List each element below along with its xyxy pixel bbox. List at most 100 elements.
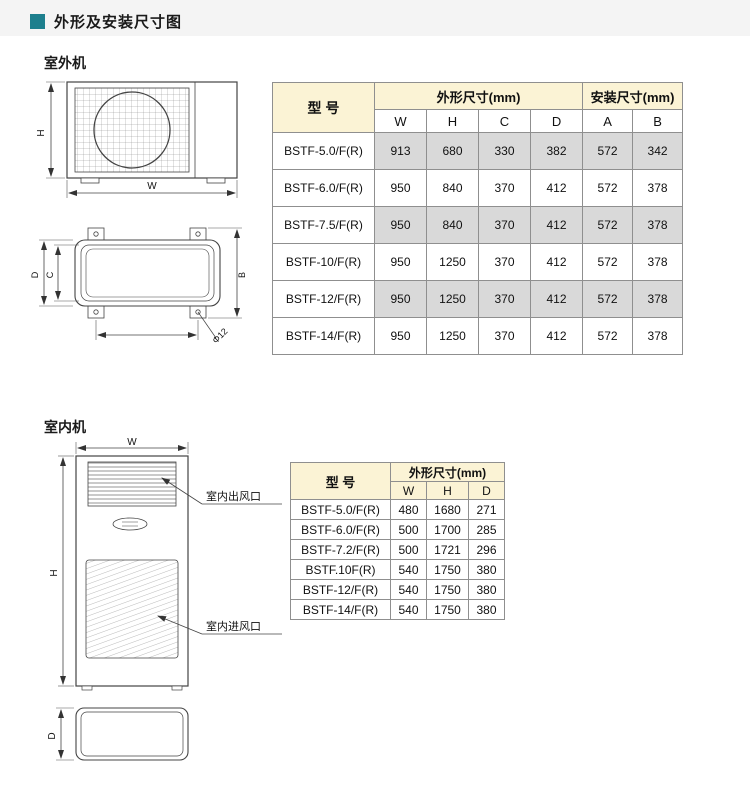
value-cell: 500: [390, 519, 427, 540]
model-cell: BSTF-7.2/F(R): [290, 539, 391, 560]
value-cell: 378: [632, 243, 684, 281]
model-column-header: 型 号: [290, 462, 391, 500]
value-cell: 950: [374, 280, 427, 318]
table-row: BSTF-14/F(R) 540 1750 380: [290, 599, 506, 620]
table-row: BSTF-7.2/F(R) 500 1721 296: [290, 539, 506, 560]
model-cell: BSTF-10/F(R): [272, 243, 375, 281]
value-cell: 412: [529, 243, 584, 281]
table-row: BSTF-12/F(R) 950 1250 370 412 572 378: [272, 280, 684, 318]
dim-label-w: W: [147, 181, 157, 192]
table-row: BSTF-6.0/F(R) 950 840 370 412 572 378: [272, 169, 684, 207]
foot-right: [171, 685, 183, 691]
dim-label-h: H: [36, 129, 47, 136]
inlet-callout: 室内进风口: [157, 615, 282, 635]
value-cell: 572: [582, 169, 634, 207]
value-cell: 950: [374, 317, 427, 355]
top-view-inner-outline: [80, 244, 215, 302]
width-dimension: W: [75, 438, 189, 454]
accent-square-icon: [30, 14, 45, 29]
model-cell: BSTF-5.0/F(R): [290, 499, 391, 520]
value-cell: 840: [426, 169, 479, 207]
dim-label-h: H: [50, 569, 60, 576]
indoor-dimension-table: 型 号 外形尺寸(mm) W H D BSTF-5.0/F(R) 480 168…: [290, 462, 506, 620]
value-cell: 330: [478, 132, 531, 170]
indoor-table-group-header-row: 型 号 外形尺寸(mm): [290, 462, 506, 500]
value-cell: 572: [582, 280, 634, 318]
value-cell: 1680: [426, 499, 469, 520]
foot-left: [81, 685, 93, 691]
model-cell: BSTF-5.0/F(R): [272, 132, 375, 170]
bottom-view-inner-outline: [80, 711, 184, 757]
value-cell: 1250: [426, 317, 479, 355]
value-cell: 412: [529, 206, 584, 244]
table-row: BSTF-5.0/F(R) 913 680 330 382 572 342: [272, 132, 684, 170]
value-cell: 378: [632, 206, 684, 244]
outdoor-table-column-header-row: W H C D A B: [273, 109, 684, 133]
indoor-section-label: 室内机: [44, 419, 86, 435]
value-cell: 1250: [426, 280, 479, 318]
value-cell: 378: [632, 169, 684, 207]
model-cell: BSTF-6.0/F(R): [290, 519, 391, 540]
height-dimension: H: [50, 455, 74, 687]
model-cell: BSTF-14/F(R): [290, 599, 391, 620]
value-cell: 296: [467, 539, 506, 560]
model-cell: BSTF-7.5/F(R): [272, 206, 375, 244]
value-cell: 913: [374, 132, 427, 170]
value-cell: 540: [390, 599, 427, 620]
value-cell: 950: [374, 169, 427, 207]
value-cell: 500: [390, 539, 427, 560]
outdoor-front-view-drawing: H W: [36, 81, 238, 198]
outline-dims-group-header: 外形尺寸(mm): [389, 462, 506, 482]
outdoor-table-group-header-row: 型 号 外形尺寸(mm) 安装尺寸(mm): [272, 82, 684, 133]
value-cell: 380: [467, 599, 506, 620]
table-row: BSTF-12/F(R) 540 1750 380: [290, 579, 506, 600]
value-cell: 412: [529, 317, 584, 355]
value-cell: 380: [467, 559, 506, 580]
foot-right: [206, 177, 226, 184]
col-header-b: B: [632, 109, 684, 133]
value-cell: 380: [467, 579, 506, 600]
depth-dimension-c: C: [45, 244, 79, 302]
value-cell: 378: [632, 317, 684, 355]
model-cell: BSTF-12/F(R): [290, 579, 391, 600]
dim-label-b: B: [237, 272, 247, 278]
dim-label-d: D: [30, 271, 40, 278]
value-cell: 572: [582, 132, 634, 170]
value-cell: 950: [374, 243, 427, 281]
model-cell: BSTF-12/F(R): [272, 280, 375, 318]
outlet-callout-label: 室内出风口: [206, 489, 261, 503]
col-header-h: H: [426, 109, 479, 133]
value-cell: 540: [390, 559, 427, 580]
value-cell: 342: [632, 132, 684, 170]
bottom-dimension: [95, 320, 199, 340]
model-cell: BSTF-14/F(R): [272, 317, 375, 355]
dim-label-c: C: [45, 271, 55, 278]
value-cell: 680: [426, 132, 479, 170]
col-header-a: A: [582, 109, 634, 133]
top-strip: [0, 0, 750, 36]
dim-label-d: D: [48, 732, 58, 739]
col-header-c: C: [478, 109, 531, 133]
table-row: BSTF-6.0/F(R) 500 1700 285: [290, 519, 506, 540]
value-cell: 572: [582, 317, 634, 355]
width-dimension: W: [66, 180, 238, 198]
col-header-w: W: [374, 109, 427, 133]
value-cell: 370: [478, 317, 531, 355]
value-cell: 378: [632, 280, 684, 318]
table-row: BSTF-14/F(R) 950 1250 370 412 572 378: [272, 317, 684, 355]
value-cell: 1750: [426, 579, 469, 600]
value-cell: 382: [529, 132, 584, 170]
outdoor-section-label: 室外机: [44, 55, 86, 71]
indoor-front-view-drawing: W H 室内出风口 室内进风口: [50, 438, 282, 691]
foot-left: [80, 177, 100, 184]
col-header-d: D: [467, 481, 506, 500]
depth-dimension-d: D: [30, 239, 73, 307]
hole-callout-label: Φ12: [210, 326, 229, 345]
value-cell: 1750: [426, 559, 469, 580]
model-column-header: 型 号: [272, 82, 375, 133]
inlet-callout-label: 室内进风口: [206, 619, 261, 633]
col-header-h: H: [426, 481, 469, 500]
value-cell: 572: [582, 206, 634, 244]
value-cell: 1721: [426, 539, 469, 560]
model-cell: BSTF.10F(R): [290, 559, 391, 580]
